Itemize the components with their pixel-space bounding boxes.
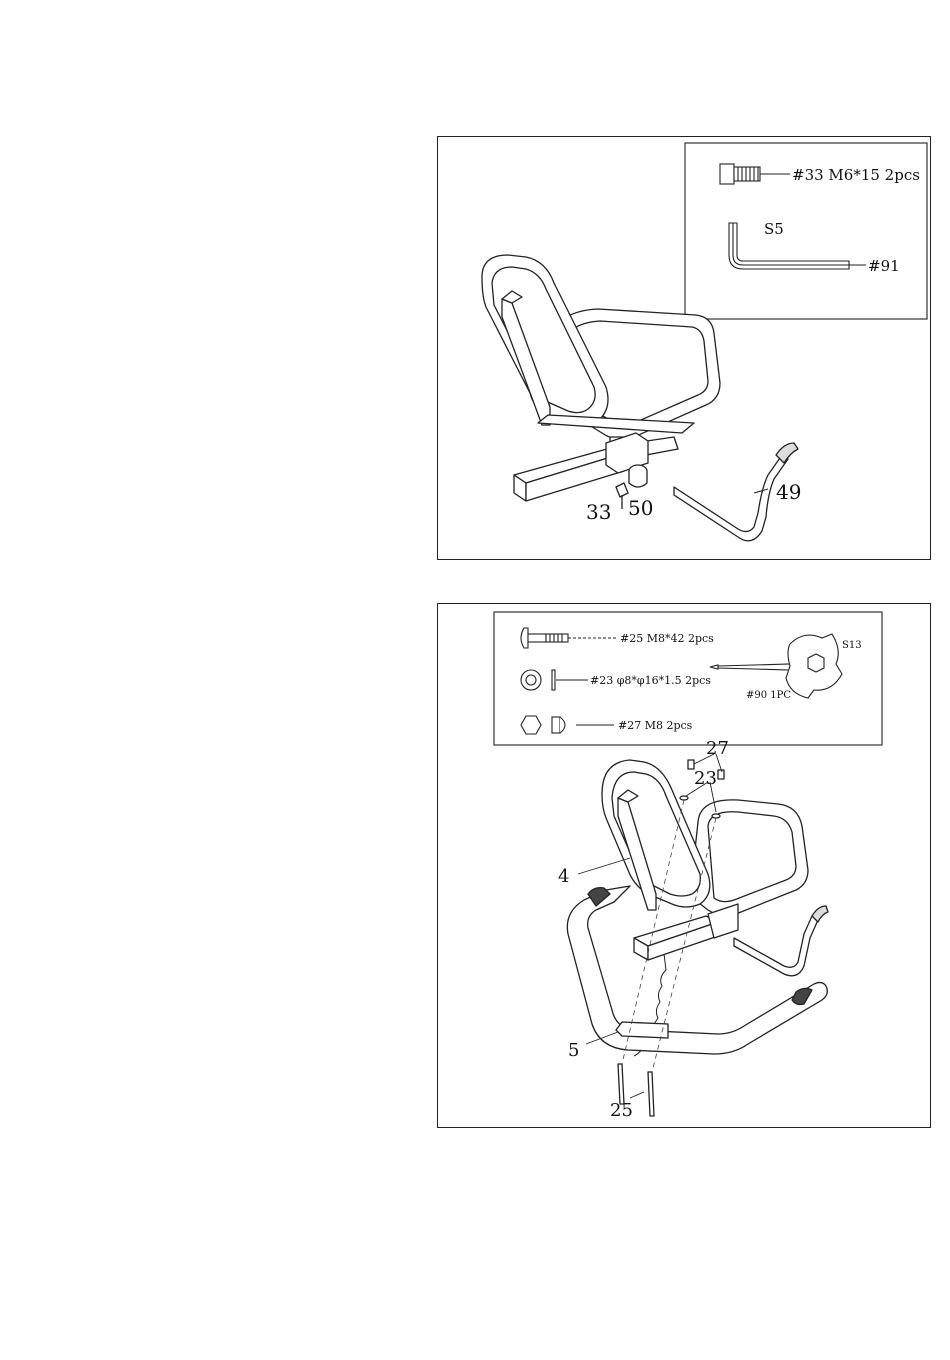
step-2-illustration: #25 M8*42 2pcs #23 φ8*φ16*1.5 2pcs #27 M… xyxy=(438,604,932,1129)
callout-27: 27 xyxy=(706,738,729,759)
tool-size-label: S13 xyxy=(842,640,862,651)
callout-33: 33 xyxy=(586,500,611,524)
seat-frame-assembly-drawing xyxy=(567,760,828,1116)
wrench-size-label: S5 xyxy=(764,220,784,238)
bolt-25-spec: #25 M8*42 2pcs xyxy=(620,632,714,645)
washer-23-spec: #23 φ8*φ16*1.5 2pcs xyxy=(590,674,711,687)
wrench-91-label: #91 xyxy=(868,257,900,275)
step-1-illustration: #33 M6*15 2pcs S5 #91 xyxy=(438,137,932,561)
assembly-step-2-panel: #25 M8*42 2pcs #23 φ8*φ16*1.5 2pcs #27 M… xyxy=(437,603,931,1128)
tool-90-label: #90 1PC xyxy=(746,690,791,701)
callout-49: 49 xyxy=(776,480,801,504)
bolt-33-spec: #33 M6*15 2pcs xyxy=(792,166,920,184)
callout-4: 4 xyxy=(558,866,569,887)
assembly-step-1-panel: #33 M6*15 2pcs S5 #91 xyxy=(437,136,931,560)
callout-23: 23 xyxy=(694,768,717,789)
callout-50: 50 xyxy=(628,496,653,520)
callout-5: 5 xyxy=(568,1040,579,1061)
callout-25: 25 xyxy=(610,1100,633,1121)
nut-27-spec: #27 M8 2pcs xyxy=(618,719,693,732)
